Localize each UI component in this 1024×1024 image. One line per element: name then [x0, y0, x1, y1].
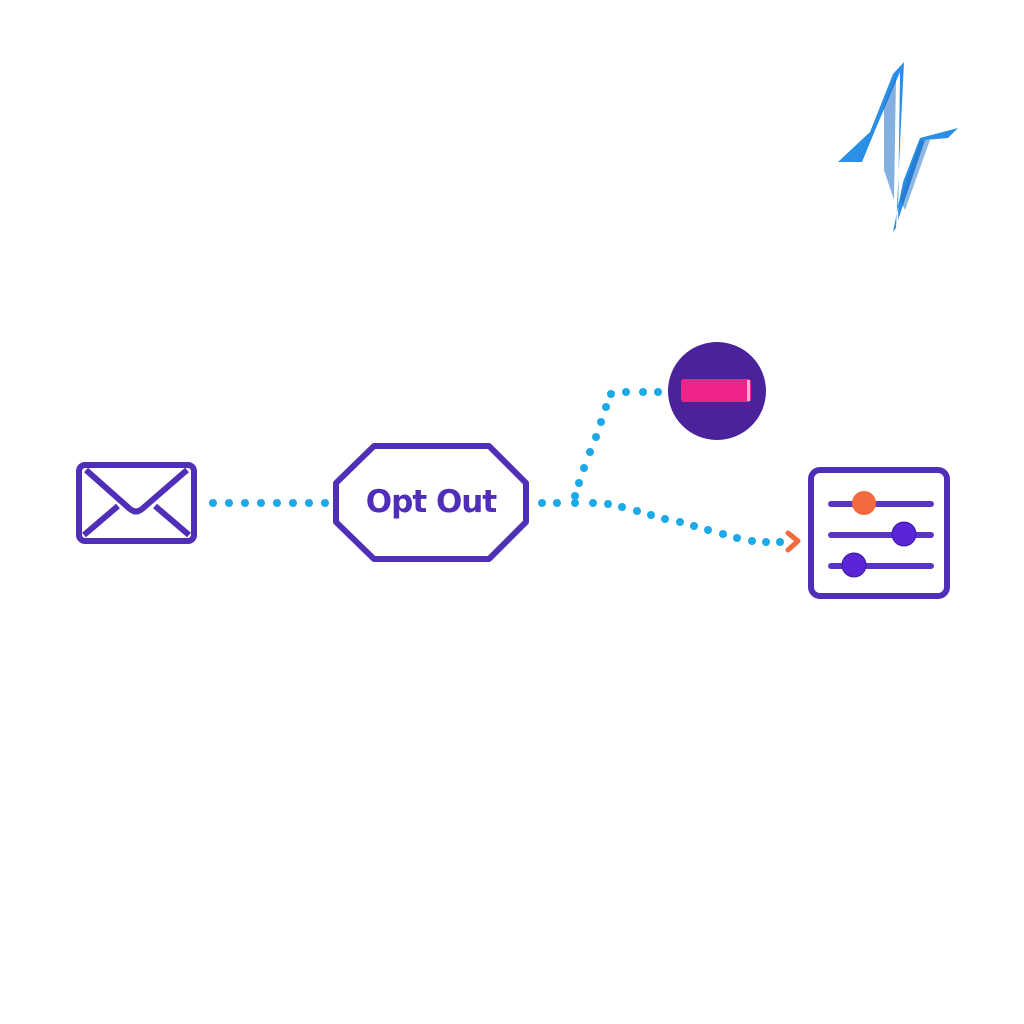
minus-circle-icon[interactable] [668, 342, 766, 440]
sliders-icon[interactable] [808, 467, 950, 599]
optout-node-label[interactable]: Opt Out [365, 484, 497, 520]
pulse-logo-icon [838, 62, 958, 232]
arrowhead-icon [785, 530, 801, 553]
edge-email-to-optout [209, 499, 329, 507]
edge-optout-to-remove [571, 388, 662, 500]
envelope-icon[interactable] [76, 462, 197, 544]
optout-node-border[interactable] [333, 443, 529, 562]
edge-optout-to-settings [538, 499, 784, 546]
